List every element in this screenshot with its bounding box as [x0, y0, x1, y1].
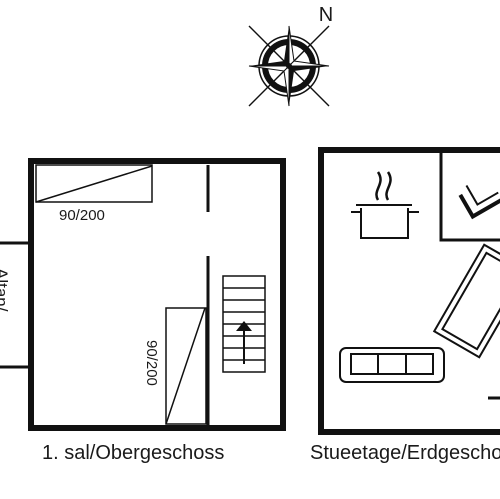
- balcony: [0, 241, 31, 369]
- balcony-label: Altan/: [0, 268, 11, 312]
- sofa-icon: [339, 347, 445, 383]
- armchair-icon: [458, 185, 500, 220]
- bed-size-label: 90/200: [59, 207, 105, 224]
- bed-size-label: 90/200: [143, 340, 160, 386]
- ground-floor-plan: [318, 147, 500, 435]
- table-icon: [432, 243, 500, 359]
- compass-rose-icon: [248, 25, 330, 107]
- cooking-pot-icon: [351, 171, 419, 239]
- upper-floor-caption: 1. sal/Obergeschoss: [42, 442, 224, 464]
- compass-north-label: N: [319, 4, 333, 26]
- bed-icon: [35, 164, 153, 203]
- bed-icon: [165, 307, 207, 425]
- upper-floor-plan: [28, 158, 286, 431]
- ground-floor-caption: Stueetage/Erdgeschoss: [310, 442, 500, 464]
